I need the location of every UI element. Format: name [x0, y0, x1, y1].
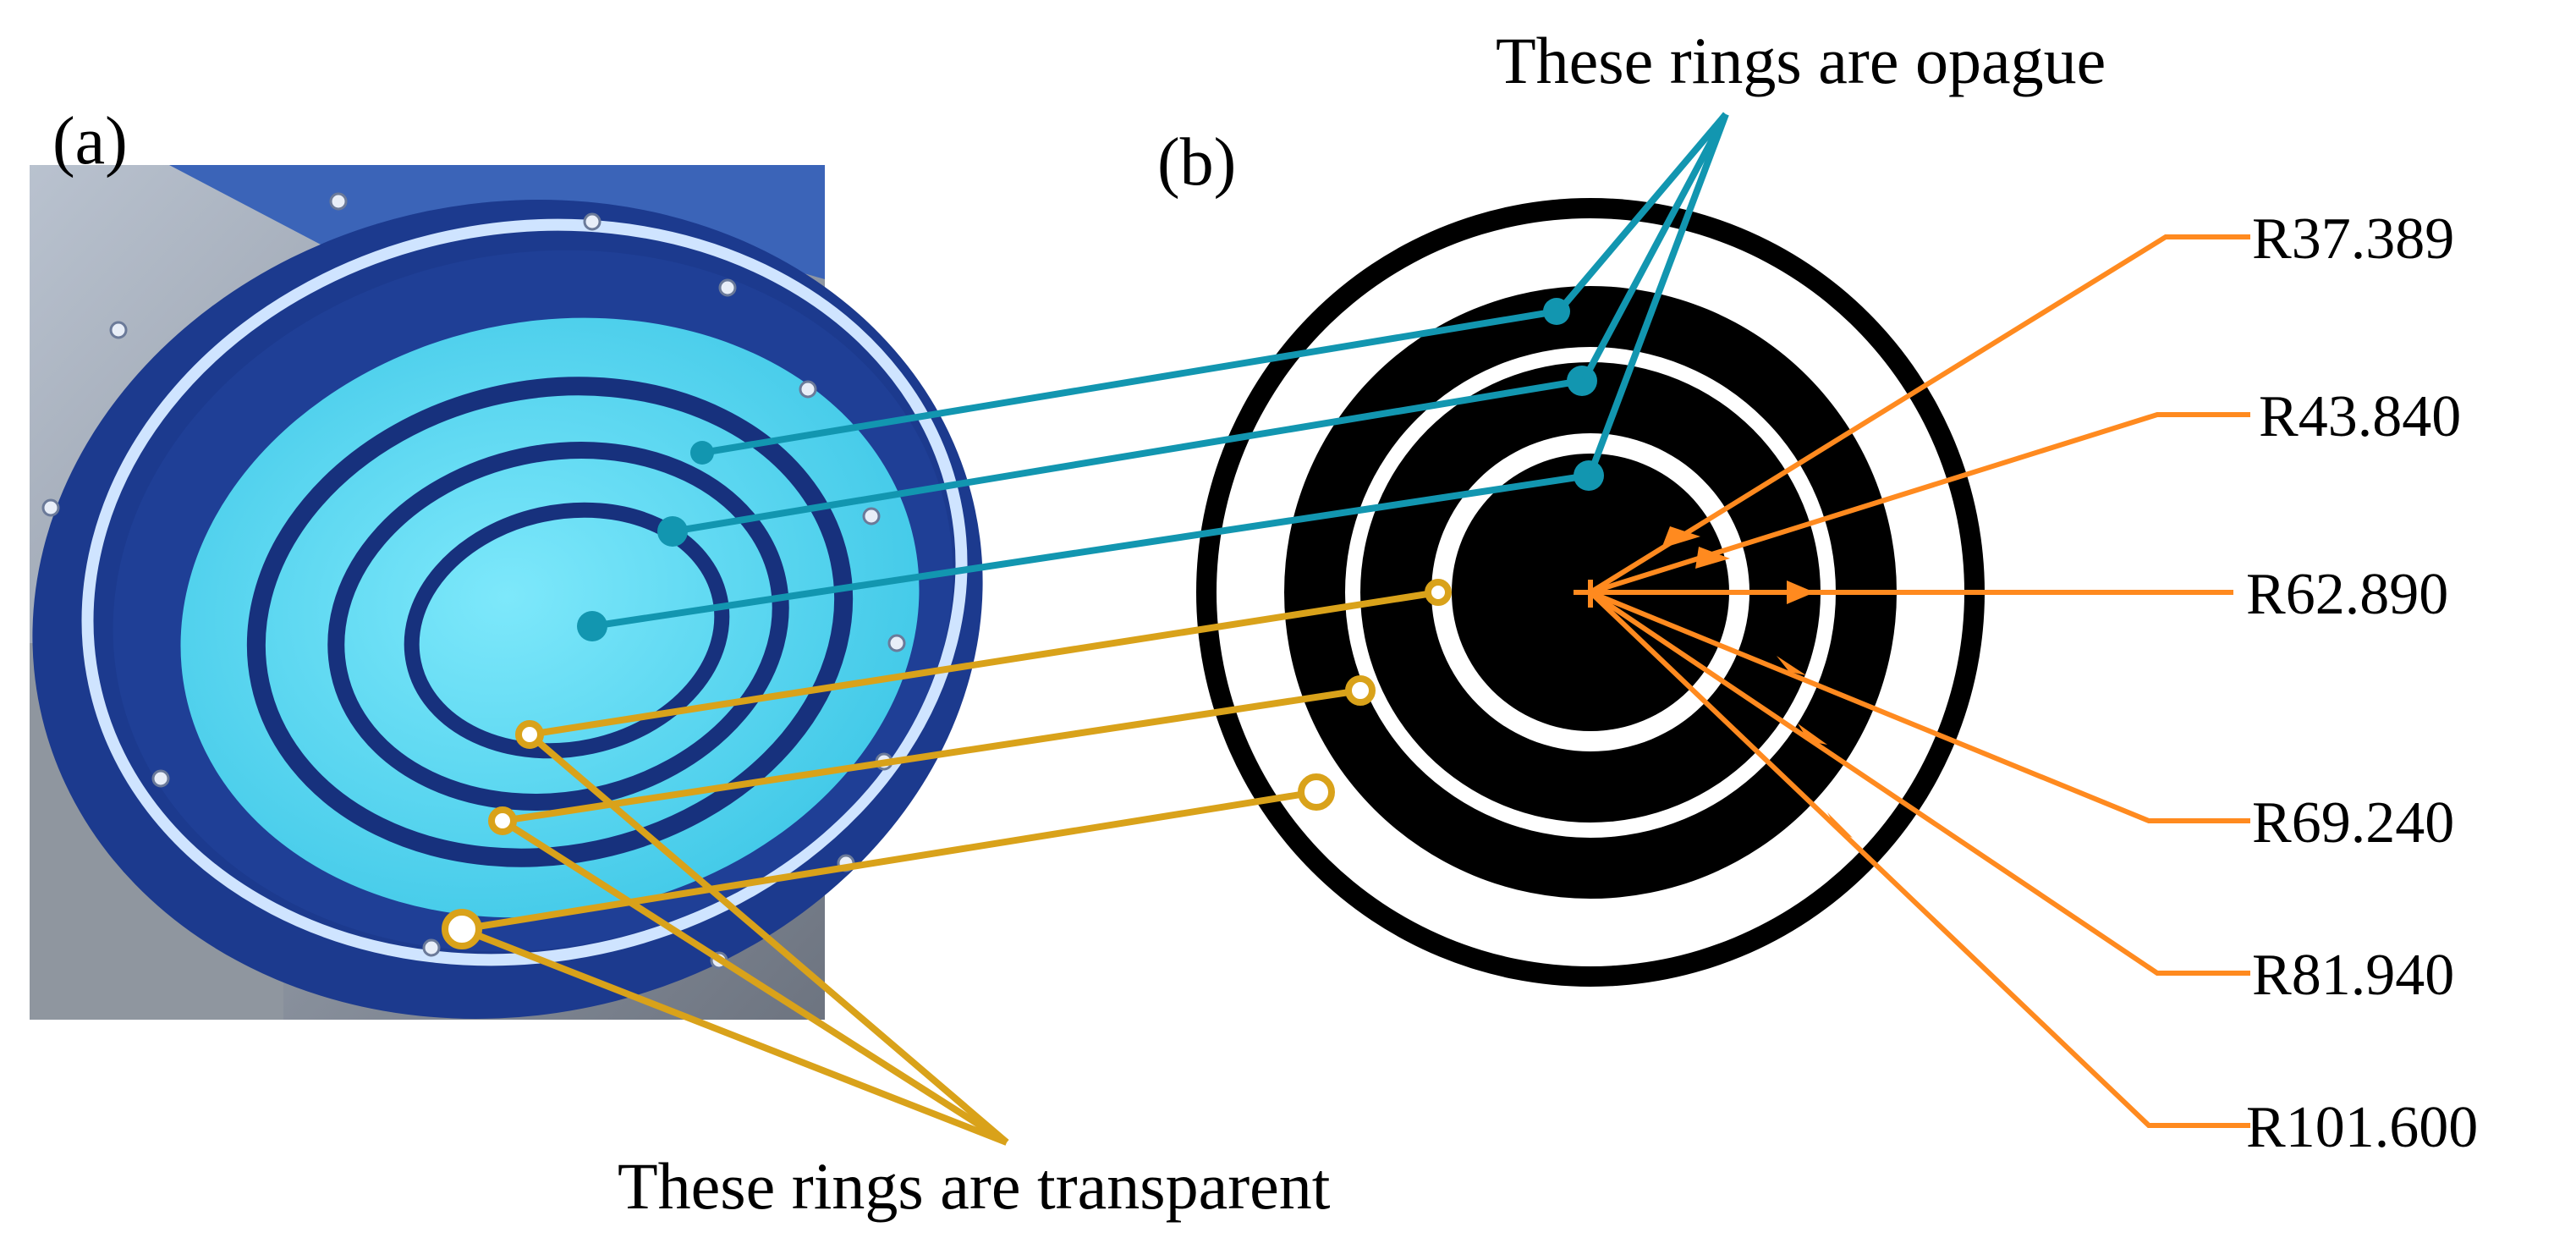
radius-label-6: R101.600: [2246, 1095, 2478, 1160]
photo-flange-highlight: [81, 218, 968, 966]
transparent-rings-annotation: These rings are transparent: [618, 1149, 1331, 1223]
radius-label-1: R37.389: [2252, 206, 2454, 272]
radius-label-3: R62.890: [2246, 562, 2448, 627]
radius-label-4: R69.240: [2252, 790, 2454, 856]
photo-panel: [30, 165, 983, 1020]
photo-opaque-ring-outer: [246, 377, 854, 867]
opaque-rings-annotation: These rings are opague: [1496, 24, 2106, 97]
transparent-leaders: [442, 579, 1452, 1146]
opaque-leaders: [577, 112, 1729, 641]
photo-opaque-ring-middle: [327, 442, 789, 811]
radius-label-2: R43.840: [2259, 384, 2461, 449]
photo-opaque-ring-inner: [404, 502, 730, 759]
panel-b-label: (b): [1157, 125, 1236, 200]
radius-label-5: R81.940: [2252, 943, 2454, 1008]
photo-transparent-ring-outer: [180, 317, 920, 918]
panel-a-label: (a): [52, 104, 128, 179]
radius-dimensions: [1574, 234, 2250, 1128]
